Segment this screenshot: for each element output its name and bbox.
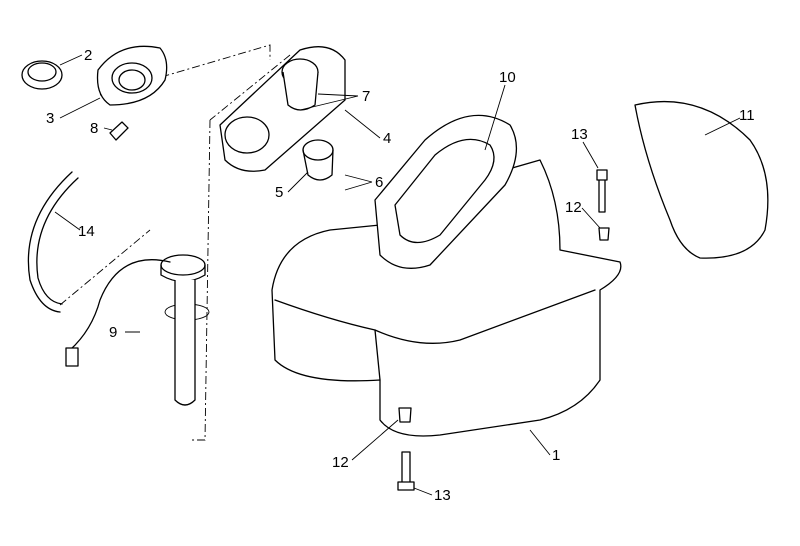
callout-9: 9 (109, 324, 117, 341)
clamp-part (302, 139, 334, 181)
fuel-tank-part (271, 114, 622, 437)
callout-12-lower: 12 (332, 454, 349, 471)
callout-13-lower: 13 (434, 487, 451, 504)
callout-7: 7 (362, 88, 370, 105)
callout-8: 8 (90, 120, 98, 137)
callout-12-upper: 12 (565, 199, 582, 216)
grommet-lower-part (398, 407, 412, 423)
callout-10: 10 (499, 69, 516, 86)
callout-14: 14 (78, 223, 95, 240)
callout-4: 4 (383, 130, 391, 147)
leader-lines (54, 54, 741, 496)
breather-hose-part (27, 171, 79, 313)
fuel-pump-part (65, 254, 210, 406)
hose-fitting-part (109, 121, 129, 141)
bolt-lower-part (397, 451, 415, 491)
callout-3: 3 (46, 110, 54, 127)
heat-shield-part (634, 100, 769, 259)
callout-11: 11 (739, 107, 755, 124)
callout-6: 6 (375, 174, 383, 191)
callout-1: 1 (552, 447, 560, 464)
callout-2: 2 (84, 47, 92, 64)
callout-5: 5 (275, 184, 283, 201)
bolt-upper-part (596, 169, 608, 213)
fuel-cap-part (21, 60, 63, 90)
callout-13-upper: 13 (571, 126, 588, 143)
filler-cover-part (96, 45, 168, 106)
grommet-upper-part (598, 227, 610, 241)
assembly-line (59, 44, 291, 441)
